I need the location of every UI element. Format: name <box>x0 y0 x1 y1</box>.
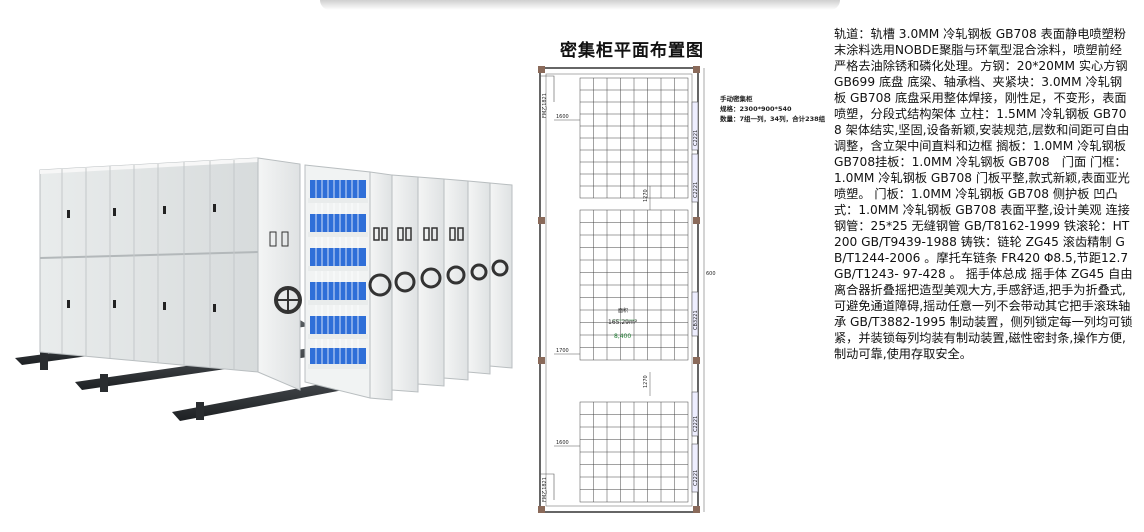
window-c2221-1: C2221 <box>693 130 699 146</box>
window-c2221-3: C2221 <box>693 416 699 432</box>
dim-1700: 1700 <box>556 348 569 354</box>
floor-plan: 密集柜平面布置图 手动密集柜 规格：2300*900*540 数量：7组一列，3… <box>532 32 825 522</box>
spec-description: 轨道：轨槽 3.0MM 冷轧钢板 GB708 表面静电喷塑粉末涂料选用NOBDE… <box>834 27 1133 361</box>
top-shadow <box>320 0 840 10</box>
mobile-shelving-photo <box>15 157 513 421</box>
window-c2221-4: C2221 <box>693 470 699 486</box>
outer-wall <box>539 67 699 513</box>
dim-1600-top: 1600 <box>556 114 569 120</box>
plan-legend: 手动密集柜 规格：2300*900*540 数量：7组一列，34列，合计238组 <box>720 94 830 124</box>
pillars <box>538 66 700 513</box>
window-cb3221: CB3221 <box>693 310 699 330</box>
legend-heading: 手动密集柜 <box>720 95 753 103</box>
dim-600: 600 <box>706 271 716 277</box>
width-value: 8,400 <box>614 333 631 340</box>
legend-qty: 数量：7组一列，34列，合计238组 <box>720 115 826 123</box>
area-label: 面积 <box>618 307 628 314</box>
plan-title: 密集柜平面布置图 <box>560 41 704 61</box>
plan-drawing: 1600 1700 1600 1270 1270 600 面积 165.29m²… <box>538 66 716 513</box>
area-value: 165.29m² <box>608 319 638 326</box>
dimension-lines <box>554 68 705 512</box>
dim-1270-top: 1270 <box>643 189 649 202</box>
door-fm-top: FM乙1821 <box>541 93 548 118</box>
shelving-grid <box>579 77 689 503</box>
dim-1600-bottom: 1600 <box>556 440 569 446</box>
door-fm-bottom: FM乙1821 <box>541 477 548 502</box>
door-arcs <box>540 75 699 500</box>
window-c2221-2: C2221 <box>693 182 699 198</box>
open-shelving-units <box>304 164 513 401</box>
blue-binders <box>308 180 368 369</box>
legend-spec: 规格：2300*900*540 <box>720 105 792 113</box>
dim-1270-bottom: 1270 <box>643 375 649 388</box>
closed-cabinet-bank <box>39 157 302 391</box>
